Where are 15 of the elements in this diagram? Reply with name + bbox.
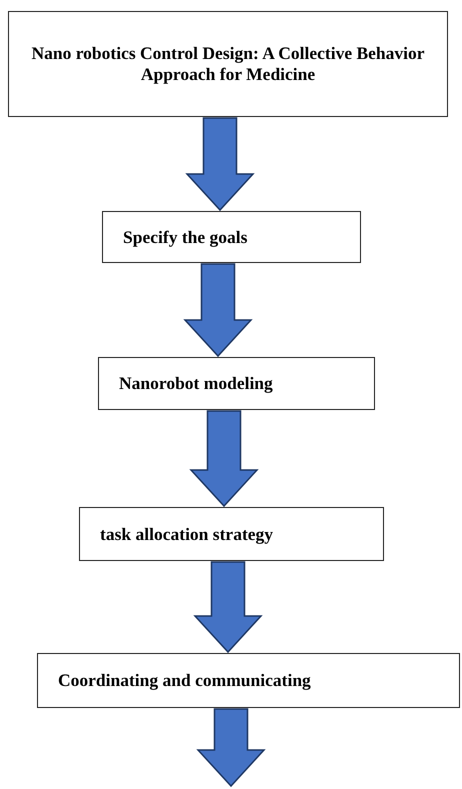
down-arrow — [189, 410, 259, 508]
process-box — [102, 211, 361, 263]
step-text: Coordinating and communicating — [58, 670, 311, 691]
process-box — [79, 507, 384, 561]
down-arrow — [196, 708, 266, 788]
down-arrow — [193, 561, 263, 654]
step-text: Nano robotics Control Design: A Collective Behavior Approach for Medicine — [30, 43, 426, 85]
process-box — [37, 653, 460, 708]
step-text: task allocation strategy — [100, 524, 274, 544]
process-box — [98, 357, 375, 410]
down-arrow — [185, 117, 255, 212]
step-text: Specify the goals — [123, 226, 248, 248]
process-box — [8, 11, 448, 117]
step-text: Nanorobot modeling — [119, 373, 273, 394]
down-arrow — [183, 263, 253, 358]
